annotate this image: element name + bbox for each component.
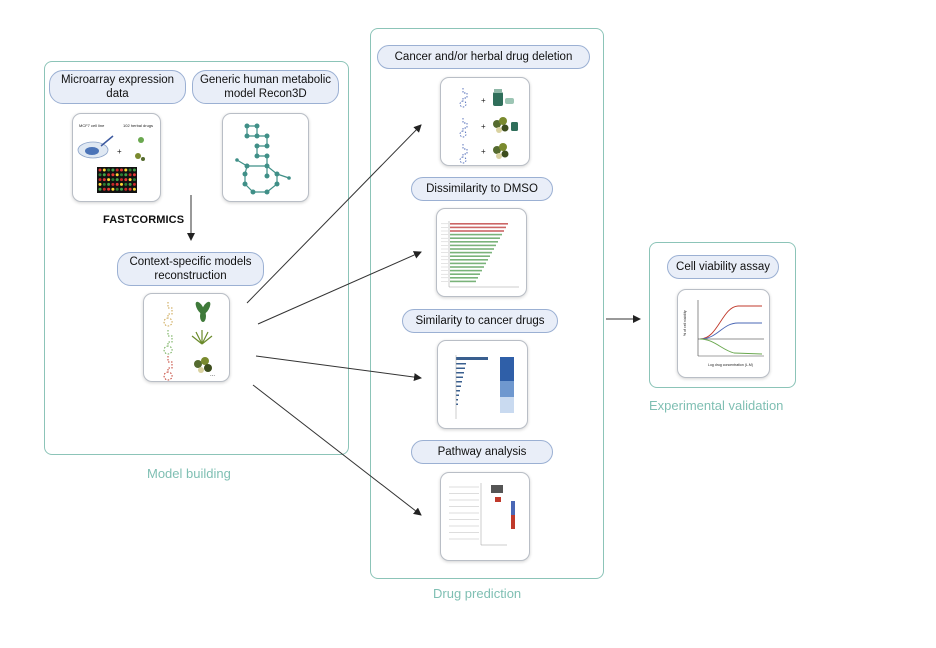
experimental-validation-caption: Experimental validation (649, 398, 784, 413)
arrow-to-deletion (246, 124, 422, 304)
svg-text:+: + (481, 96, 486, 105)
arrow-to-dmso (257, 251, 422, 325)
arrow-to-similarity (255, 355, 422, 382)
svg-text:+: + (117, 147, 122, 156)
deletion-card: + + + (440, 77, 530, 166)
herb-pile-icon (493, 143, 509, 159)
svg-text:+: + (481, 122, 486, 131)
cell-line-label: MCF7 cell line (79, 123, 105, 128)
metabolic-network-icon (235, 123, 291, 195)
mini-network-icons (163, 302, 173, 381)
recon3d-pill: Generic human metabolic model Recon3D (192, 70, 339, 104)
deletion-label: Cancer and/or herbal drug deletion (394, 51, 573, 63)
similarity-pill: Similarity to cancer drugs (402, 309, 558, 333)
green-curve (699, 338, 763, 355)
herb-pile-icon (194, 357, 212, 373)
context-models-illustration: ... (163, 301, 215, 381)
viability-label: Cell viability assay (676, 261, 770, 273)
cell-culture-icon (85, 147, 99, 155)
dmso-bar-chart-icon (441, 221, 519, 288)
pathway-pill: Pathway analysis (411, 440, 553, 464)
ellipsis-text: ... (210, 372, 215, 378)
similarity-heatmap-icon (455, 355, 514, 419)
microarray-pill: Microarray expression data (49, 70, 186, 104)
microarray-label: Microarray expression data (60, 74, 175, 100)
model-building-caption: Model building (147, 466, 231, 481)
context-models-pill: Context-specific models reconstruction (117, 252, 264, 286)
svg-text:+: + (481, 147, 486, 156)
context-models-label: Context-specific models reconstruction (129, 256, 252, 282)
microarray-illustration: MCF7 cell line 102 herbal drugs + (77, 123, 153, 193)
drug-prediction-caption: Drug prediction (433, 586, 522, 601)
similarity-label: Similarity to cancer drugs (415, 315, 545, 327)
herb-pile-icon (493, 117, 518, 133)
dmso-pill: Dissimilarity to DMSO (411, 177, 553, 201)
leaf-icon (195, 301, 211, 322)
blue-curve (699, 322, 762, 340)
red-curve (699, 305, 762, 340)
dmso-card (436, 208, 527, 297)
recon3d-label: Generic human metabolic model Recon3D (199, 74, 332, 100)
dmso-label: Dissimilarity to DMSO (426, 183, 538, 195)
viability-pill: Cell viability assay (667, 255, 779, 279)
similarity-card (437, 340, 528, 429)
recon3d-card (222, 113, 309, 202)
y-axis-label: % of cell viability (683, 310, 687, 336)
pathway-label: Pathway analysis (437, 446, 527, 458)
deletion-pill: Cancer and/or herbal drug deletion (377, 45, 590, 69)
pathway-card (440, 472, 530, 561)
viability-curve-plot: % of cell viability Log drug concentrati… (683, 300, 764, 367)
deletion-illustration: + + + (459, 88, 518, 164)
grass-icon (191, 330, 213, 345)
herb-icon (138, 137, 144, 143)
arrow-to-pathway (252, 384, 422, 516)
fastcormics-label: FASTCORMICS (103, 214, 185, 226)
model-network-icons (459, 88, 468, 164)
x-axis-label: Log drug concentration (L.M) (708, 363, 753, 367)
herbal-drugs-label: 102 herbal drugs (123, 123, 153, 128)
drug-bottle-icon (493, 89, 514, 106)
viability-card: % of cell viability Log drug concentrati… (677, 289, 770, 378)
context-models-card: ... (143, 293, 230, 382)
microarray-card: MCF7 cell line 102 herbal drugs + (72, 113, 161, 202)
pathway-plot-icon (449, 483, 515, 546)
pipette-icon (100, 135, 114, 147)
